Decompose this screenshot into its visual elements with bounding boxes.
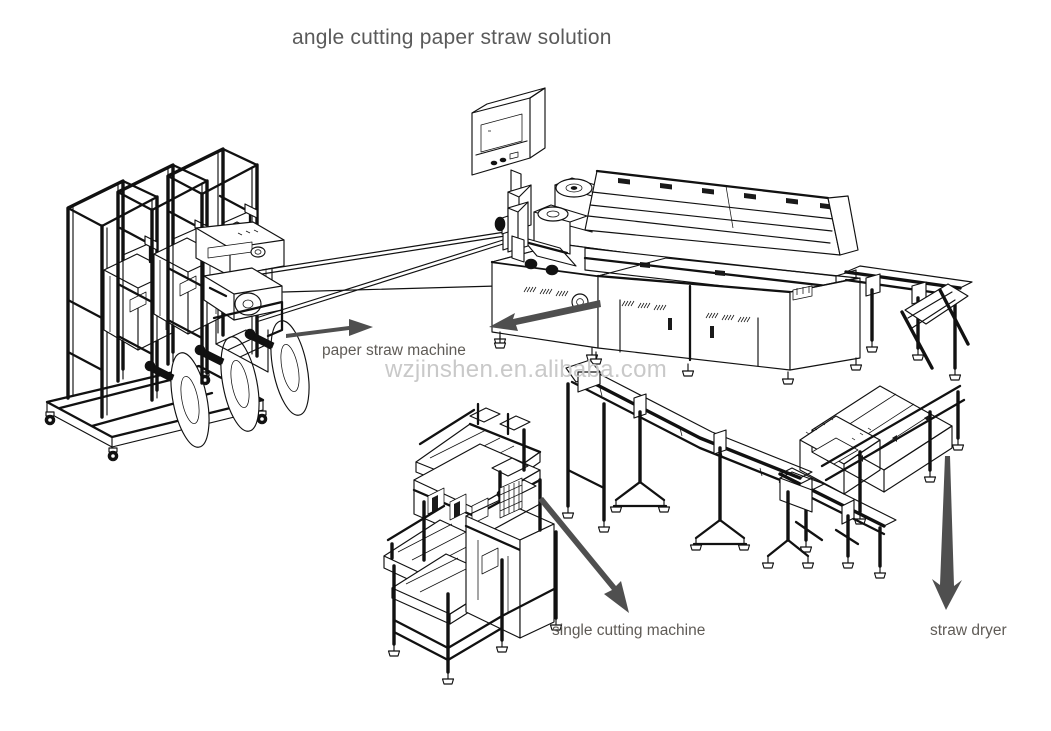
arrow-to-straw-dryer	[932, 456, 962, 610]
single-cutting-machine	[383, 382, 611, 685]
incline-conveyor	[565, 359, 825, 569]
callout-paper-straw-machine: paper straw machine	[322, 342, 466, 359]
reel-splicer-head	[195, 221, 285, 373]
paper-web-lines	[255, 231, 506, 323]
arrow-to-single-cutting	[538, 497, 629, 613]
drying-tunnel	[493, 169, 863, 385]
callout-arrows	[286, 300, 962, 613]
callout-straw-dryer: straw dryer	[930, 622, 1007, 639]
straw-dryer	[778, 265, 973, 579]
arrow-from-machine-left	[489, 300, 601, 331]
page-title: angle cutting paper straw solution	[292, 26, 612, 49]
paper-reel-unwind-station	[44, 147, 506, 462]
forming-head	[494, 177, 610, 276]
paper-straw-machine	[471, 87, 863, 385]
callout-single-cutting-machine: single cutting machine	[552, 622, 706, 639]
arrow-to-paper-straw-machine	[286, 319, 373, 338]
